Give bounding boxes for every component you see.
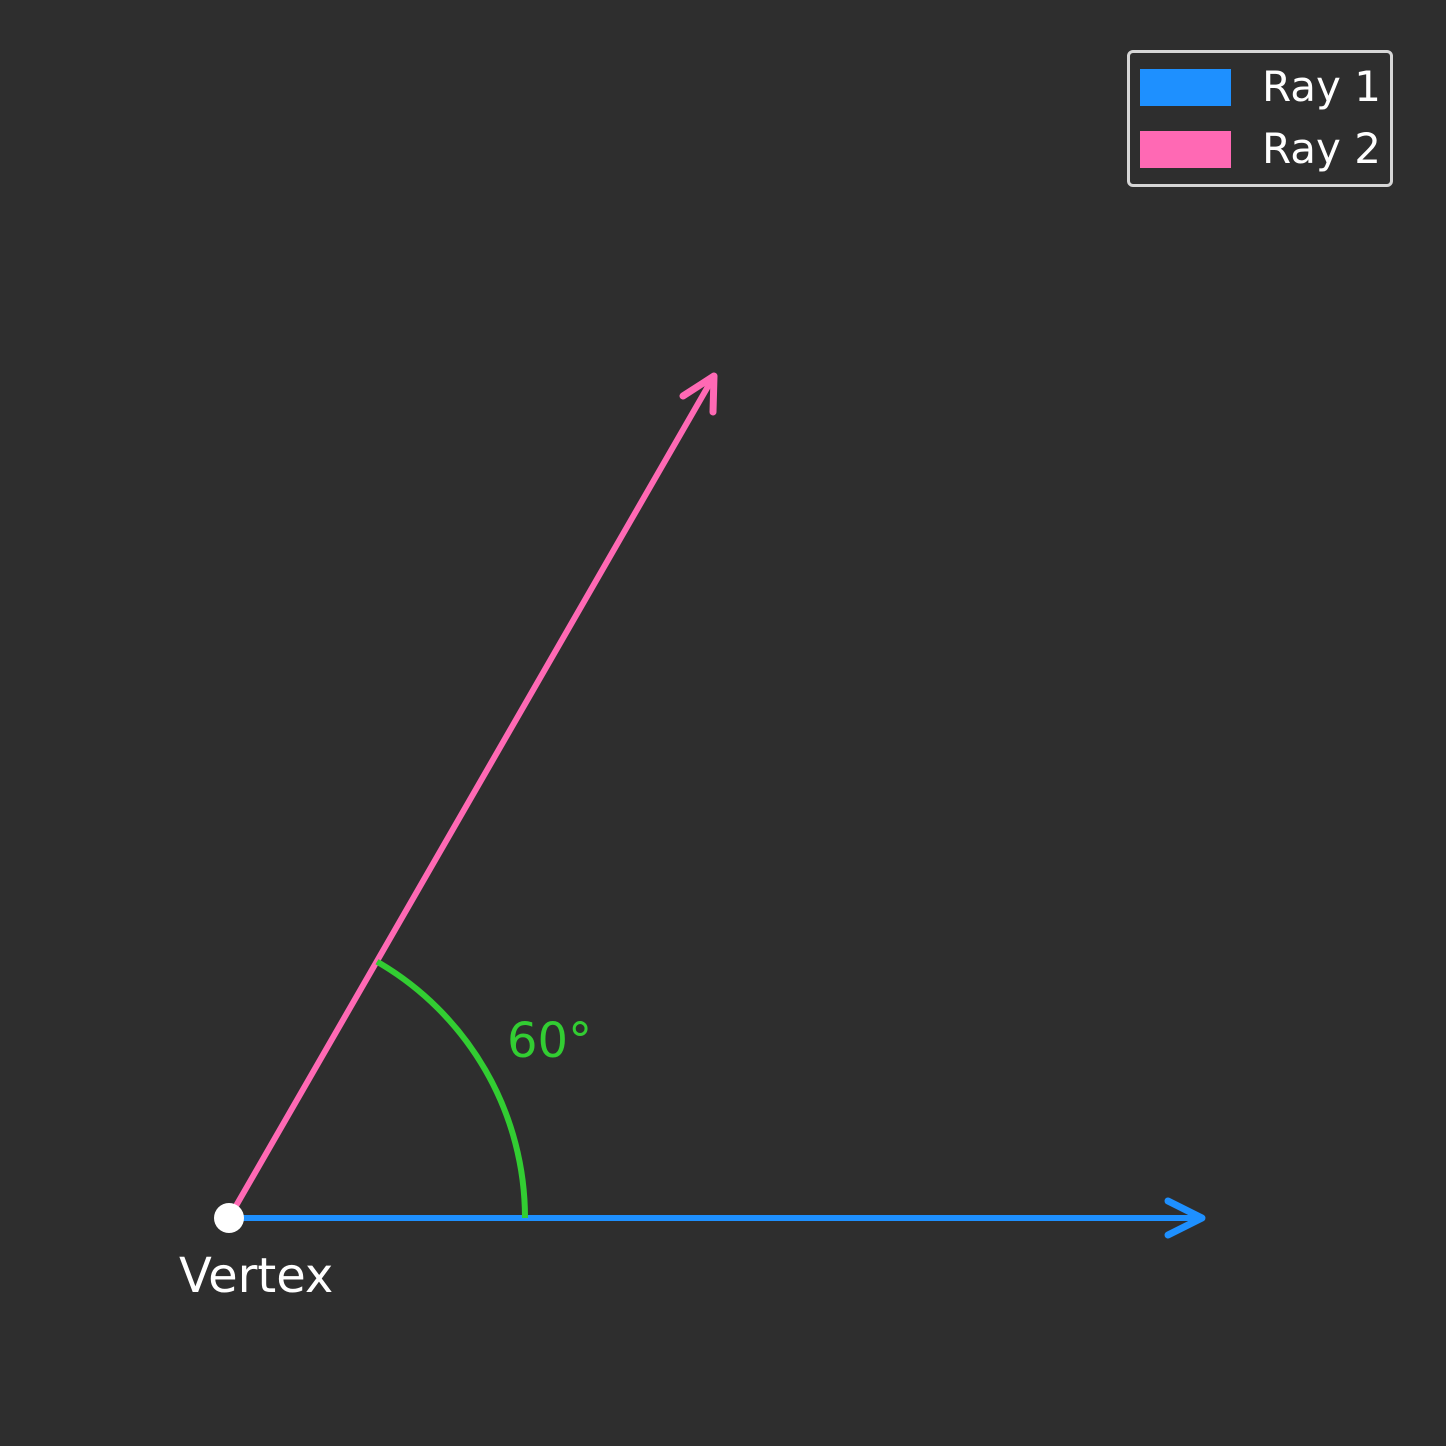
ray-2-line [226, 373, 717, 1221]
legend: Ray 1 Ray 2 [1127, 50, 1393, 187]
angle-label: 60° [507, 1013, 593, 1069]
ray-1-arrowhead [1164, 1197, 1206, 1239]
vertex-point [214, 1203, 244, 1233]
legend-item-ray-2: Ray 2 [1140, 124, 1381, 173]
legend-swatch-ray-2 [1140, 130, 1231, 168]
legend-label-ray-1: Ray 1 [1262, 62, 1381, 111]
vertex-label: Vertex [179, 1248, 334, 1304]
ray-2-arrowhead [679, 372, 718, 416]
legend-swatch-ray-1 [1140, 68, 1231, 106]
legend-item-ray-1: Ray 1 [1140, 62, 1381, 111]
legend-label-ray-2: Ray 2 [1262, 124, 1381, 173]
angle-arc [375, 959, 528, 1219]
